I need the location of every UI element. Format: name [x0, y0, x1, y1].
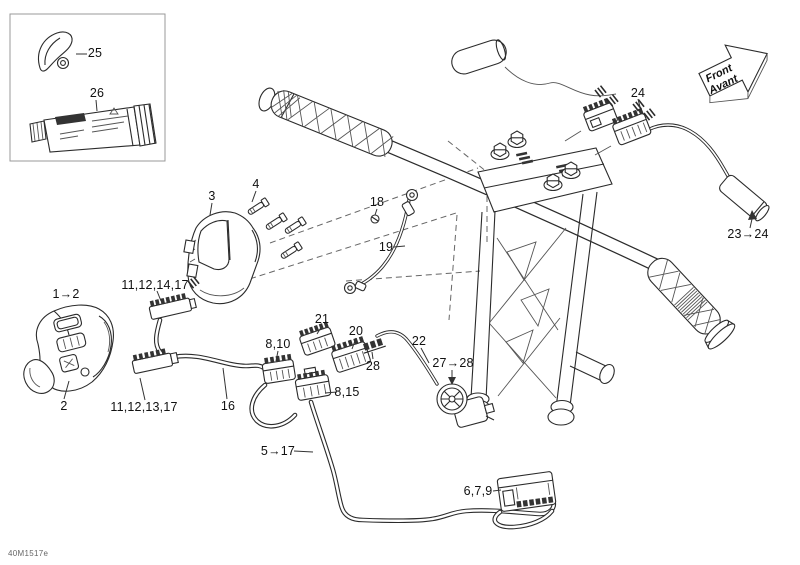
left-grip	[258, 87, 394, 157]
callout-25: 25	[87, 46, 103, 60]
cut-wire-hatch-left	[187, 276, 200, 289]
callout-16: 16	[220, 399, 236, 413]
callout-5-17: 5→17	[260, 444, 296, 458]
switch-cluster	[23, 304, 114, 394]
callout-21: 21	[314, 312, 330, 326]
callout-18: 18	[369, 195, 385, 209]
riser-truss	[489, 227, 567, 399]
callout-1-2: 1→2	[52, 287, 80, 301]
callout-6-7-9: 6,7,9	[463, 484, 493, 498]
connector-bottom-11-12-13-17	[131, 348, 179, 374]
rubber-sleeve-23-24	[719, 174, 770, 222]
callout-24: 24	[630, 86, 646, 100]
cut-wire-hatches	[594, 85, 656, 121]
callout-4: 4	[252, 177, 260, 191]
tether-cord	[451, 39, 617, 97]
connector-8-15-part	[294, 366, 332, 401]
callout-11-12-14-17: 11,12,14,17	[121, 278, 189, 292]
callout-8-15: 8,15	[334, 385, 360, 399]
callout-2: 2	[60, 399, 68, 413]
connector-b	[611, 107, 652, 146]
terminal-28-part	[363, 338, 386, 354]
callout-28: 28	[365, 359, 381, 373]
callout-20: 20	[348, 324, 364, 338]
connector-6-7-9-part	[492, 471, 557, 530]
inset-box	[9, 13, 166, 162]
wiring-harness	[131, 276, 557, 530]
sleeve-pointer-arrow	[748, 210, 757, 229]
ground-cable-assembly	[343, 188, 419, 295]
screw-18-part	[370, 214, 380, 224]
connector-20-part	[331, 336, 371, 373]
callout-26: 26	[89, 86, 105, 100]
callout-22: 22	[411, 334, 427, 348]
connector-top-11-12-14-17	[148, 293, 197, 320]
steering-riser	[463, 130, 615, 426]
callout-23-24: 23→24	[727, 227, 769, 241]
sealant-tube-part	[29, 103, 157, 153]
connector-a	[582, 97, 618, 132]
connector-group-top	[564, 85, 770, 229]
leader-lines	[63, 53, 641, 492]
screws-4-parts	[247, 197, 307, 259]
diagram-code: 40M1517e	[8, 549, 49, 558]
housing-cover-3	[183, 197, 307, 305]
callout-11-12-13-17: 11,12,13,17	[110, 400, 178, 414]
cap-25-part	[38, 31, 73, 72]
callout-19: 19	[378, 240, 394, 254]
callout-8-10: 8,10	[265, 337, 291, 351]
front-arrow: Front Avant	[698, 44, 768, 104]
connector-8-10-part	[261, 353, 296, 384]
clamp-bolts	[490, 130, 581, 192]
connector-group-center	[299, 321, 496, 428]
right-grip	[647, 257, 736, 350]
callout-3: 3	[208, 189, 216, 203]
switch-27-28-part	[436, 383, 496, 428]
callout-27-28: 27→28	[432, 356, 474, 370]
connector-21-part	[299, 321, 336, 356]
